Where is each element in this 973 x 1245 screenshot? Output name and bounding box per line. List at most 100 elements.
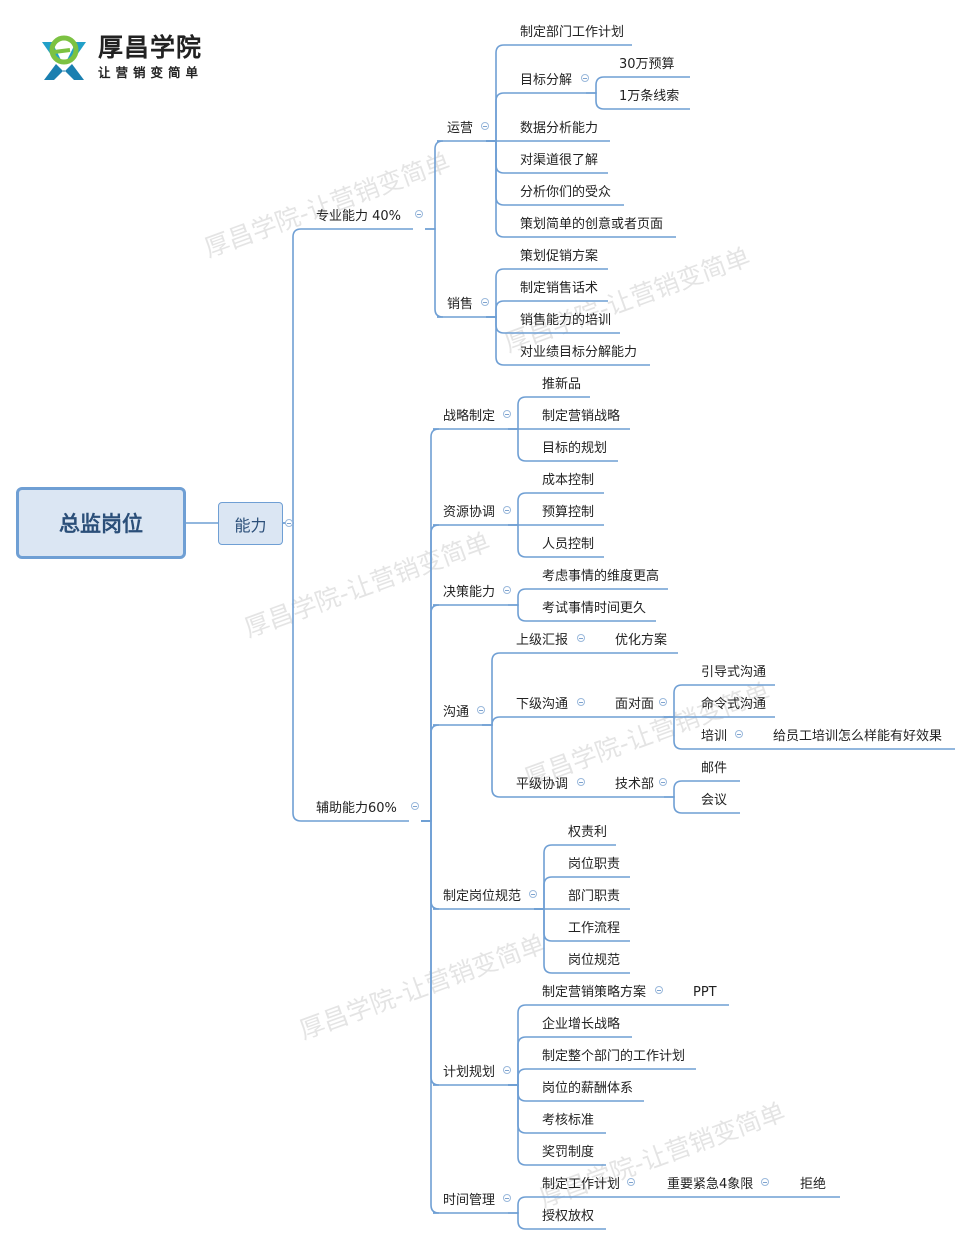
topic-node[interactable]: 制定部门工作计划 bbox=[520, 25, 625, 40]
topic-node[interactable]: 考试事情时间更久 bbox=[542, 601, 647, 616]
topic-node[interactable]: 企业增长战略 bbox=[542, 1017, 621, 1032]
branch-connector bbox=[482, 716, 506, 726]
topic-node[interactable]: 人员控制 bbox=[542, 537, 595, 552]
collapse-toggle-icon[interactable] bbox=[735, 730, 743, 738]
topic-node[interactable]: 成本控制 bbox=[542, 473, 595, 488]
topic-node[interactable]: 沟通 bbox=[443, 705, 470, 720]
topic-node[interactable]: 辅助能力60% bbox=[316, 801, 397, 816]
topic-node[interactable]: 制定营销战略 bbox=[542, 409, 621, 424]
topic-node[interactable]: 计划规划 bbox=[443, 1065, 496, 1080]
topic-node[interactable]: 策划简单的创意或者页面 bbox=[520, 217, 664, 232]
collapse-toggle-icon[interactable] bbox=[477, 706, 485, 714]
topic-node[interactable]: 引导式沟通 bbox=[701, 665, 767, 680]
topic-node[interactable]: 决策能力 bbox=[443, 585, 496, 600]
topic-node[interactable]: 预算控制 bbox=[542, 505, 595, 520]
branch-connector bbox=[482, 724, 506, 798]
branch-connector bbox=[421, 820, 440, 1086]
topic-node[interactable]: 上级汇报 bbox=[516, 633, 569, 648]
branch-connector bbox=[534, 844, 558, 910]
topic-node[interactable]: 对渠道很了解 bbox=[520, 153, 599, 168]
topic-node[interactable]: 30万预算 bbox=[619, 57, 675, 72]
topic-node[interactable]: 数据分析能力 bbox=[520, 121, 599, 136]
topic-node[interactable]: 岗位职责 bbox=[568, 857, 621, 872]
topic-node[interactable]: 运营 bbox=[447, 121, 474, 136]
topic-node[interactable]: 销售能力的培训 bbox=[520, 313, 612, 328]
collapse-toggle-icon[interactable] bbox=[627, 1178, 635, 1186]
topic-node[interactable]: 优化方案 bbox=[615, 633, 668, 648]
topic-node[interactable]: 重要紧急4象限 bbox=[667, 1177, 754, 1192]
root-node[interactable]: 总监岗位 bbox=[16, 487, 186, 559]
topic-node[interactable]: 岗位的薪酬体系 bbox=[542, 1081, 634, 1096]
topic-node[interactable]: 战略制定 bbox=[443, 409, 496, 424]
collapse-toggle-icon[interactable] bbox=[529, 890, 537, 898]
topic-node[interactable]: 拒绝 bbox=[800, 1177, 827, 1192]
branch-connector bbox=[486, 316, 510, 366]
branch-connector bbox=[421, 820, 440, 1214]
topic-node[interactable]: 下级沟通 bbox=[516, 697, 569, 712]
topic-node[interactable]: 制定营销策略方案 bbox=[542, 985, 647, 1000]
branch-connector bbox=[508, 604, 532, 622]
collapse-toggle-icon[interactable] bbox=[581, 74, 589, 82]
topic-node[interactable]: 制定整个部门的工作计划 bbox=[542, 1049, 686, 1064]
collapse-toggle-icon[interactable] bbox=[503, 506, 511, 514]
branch-connector bbox=[508, 396, 532, 430]
topic-node[interactable]: 邮件 bbox=[701, 761, 728, 776]
collapse-toggle-icon[interactable] bbox=[577, 634, 585, 642]
topic-node[interactable]: 考核标准 bbox=[542, 1113, 595, 1128]
topic-node[interactable]: 给员工培训怎么样能有好效果 bbox=[773, 729, 943, 744]
branch-connector bbox=[664, 796, 691, 814]
branch-connector bbox=[508, 1084, 532, 1102]
branch-connector bbox=[508, 492, 532, 526]
branch-connector bbox=[586, 92, 609, 110]
topic-node[interactable]: 技术部 bbox=[615, 777, 655, 792]
collapse-toggle-icon[interactable] bbox=[503, 1194, 511, 1202]
topic-node[interactable]: 策划促销方案 bbox=[520, 249, 599, 264]
topic-node[interactable]: 推新品 bbox=[542, 377, 582, 392]
topic-node[interactable]: 会议 bbox=[701, 793, 728, 808]
topic-node[interactable]: 考虑事情的维度更高 bbox=[542, 569, 660, 584]
branch-connector bbox=[283, 522, 306, 822]
topic-node[interactable]: 时间管理 bbox=[443, 1193, 496, 1208]
topic-node[interactable]: 培训 bbox=[701, 729, 728, 744]
collapse-toggle-icon[interactable] bbox=[411, 802, 419, 810]
topic-node[interactable]: 面对面 bbox=[615, 697, 655, 712]
topic-node[interactable]: 制定工作计划 bbox=[542, 1177, 621, 1192]
topic-node[interactable]: 命令式沟通 bbox=[701, 697, 767, 712]
collapse-toggle-icon[interactable] bbox=[655, 986, 663, 994]
collapse-toggle-icon[interactable] bbox=[503, 410, 511, 418]
branch-connector bbox=[421, 428, 440, 822]
topic-node[interactable]: 目标分解 bbox=[520, 73, 573, 88]
topic-node[interactable]: 部门职责 bbox=[568, 889, 621, 904]
topic-node[interactable]: 资源协调 bbox=[443, 505, 496, 520]
collapse-toggle-icon[interactable] bbox=[659, 778, 667, 786]
topic-node[interactable]: 制定销售话术 bbox=[520, 281, 599, 296]
collapse-toggle-icon[interactable] bbox=[503, 1066, 511, 1074]
collapse-toggle-icon[interactable] bbox=[659, 698, 667, 706]
collapse-toggle-icon[interactable] bbox=[415, 210, 423, 218]
topic-node[interactable]: 岗位规范 bbox=[568, 953, 621, 968]
branch-connector bbox=[486, 140, 510, 174]
collapse-toggle-icon[interactable] bbox=[285, 519, 293, 527]
topic-node[interactable]: PPT bbox=[693, 985, 717, 1000]
topic-node[interactable]: 分析你们的受众 bbox=[520, 185, 612, 200]
topic-node[interactable]: 授权放权 bbox=[542, 1209, 595, 1224]
collapse-toggle-icon[interactable] bbox=[577, 778, 585, 786]
topic-node[interactable]: 制定岗位规范 bbox=[443, 889, 522, 904]
collapse-toggle-icon[interactable] bbox=[481, 298, 489, 306]
collapse-toggle-icon[interactable] bbox=[481, 122, 489, 130]
topic-node[interactable]: 销售 bbox=[447, 297, 474, 312]
collapse-toggle-icon[interactable] bbox=[761, 1178, 769, 1186]
topic-node[interactable]: 1万条线索 bbox=[619, 89, 680, 104]
topic-node[interactable]: 平级协调 bbox=[516, 777, 569, 792]
topic-node[interactable]: 权责利 bbox=[568, 825, 608, 840]
topic-node[interactable]: 专业能力 40% bbox=[316, 209, 402, 224]
main-topic-node[interactable]: 能力 bbox=[218, 502, 283, 545]
collapse-toggle-icon[interactable] bbox=[503, 586, 511, 594]
topic-node[interactable]: 奖罚制度 bbox=[542, 1145, 595, 1160]
topic-node[interactable]: 目标的规划 bbox=[542, 441, 608, 456]
collapse-toggle-icon[interactable] bbox=[577, 698, 585, 706]
topic-node[interactable]: 工作流程 bbox=[568, 921, 621, 936]
topic-node[interactable]: 对业绩目标分解能力 bbox=[520, 345, 638, 360]
branch-connector bbox=[508, 1212, 532, 1230]
